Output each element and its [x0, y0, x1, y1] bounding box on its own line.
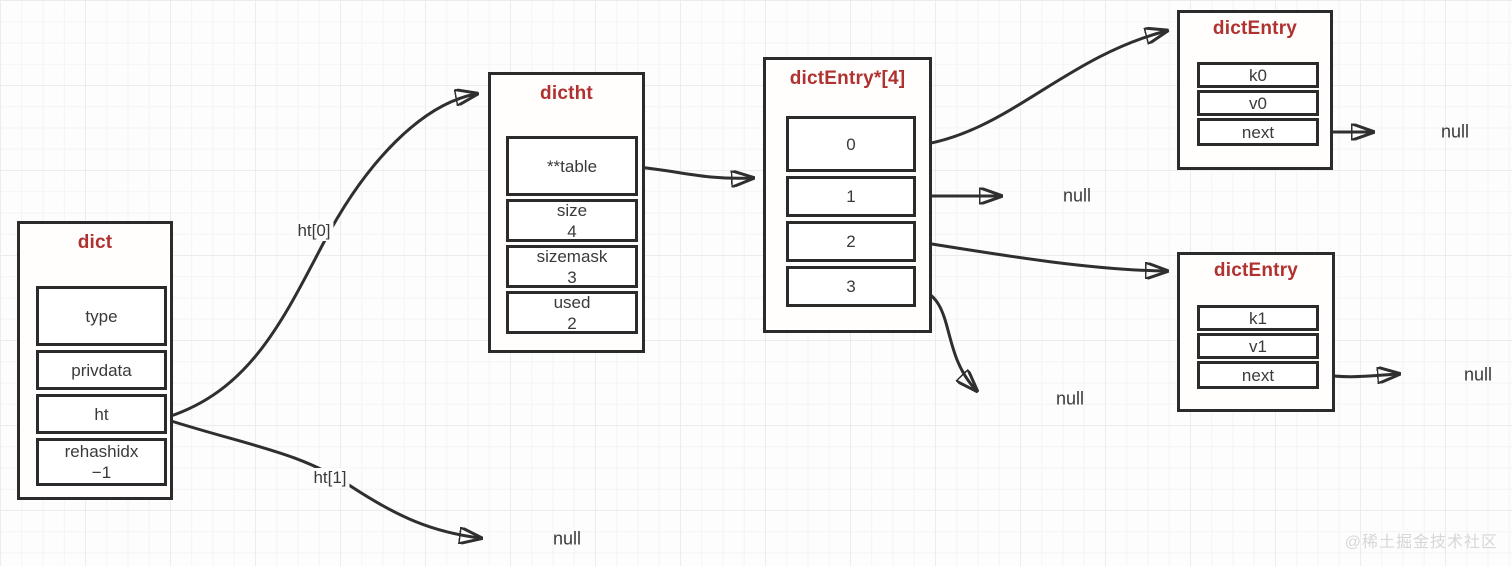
watermark-text: @稀土掘金技术社区	[1344, 534, 1498, 551]
entry-top-next-label: next	[1241, 122, 1275, 142]
dictht-cell-table: **table	[506, 136, 638, 196]
null-label-slot3: null	[1055, 388, 1085, 409]
entry-bottom-value-label: v1	[1249, 336, 1267, 356]
array-slot-3-label: 3	[846, 277, 856, 296]
dict-cell-rehashidx-label: rehashidx	[64, 442, 139, 461]
entry-top-cell-key: k0	[1197, 62, 1319, 88]
dictentry-bottom-title: dictEntry	[1213, 260, 1299, 281]
entry-top-value-label: v0	[1249, 93, 1267, 113]
null-label-entry-bottom-next: null	[1463, 364, 1493, 385]
array-slot-1-label: 1	[846, 187, 856, 206]
dictentry-top-cells: k0 v0 next	[1197, 62, 1319, 146]
arrow-ht0-to-dictht	[166, 94, 476, 419]
dictentry-array-node: dictEntry*[4] 0 1 2 3	[763, 57, 932, 333]
edge-label-ht0: ht[0]	[294, 221, 334, 241]
dict-cell-rehashidx: rehashidx −1	[36, 438, 167, 486]
array-slot-2-label: 2	[846, 232, 856, 251]
entry-top-cell-next: next	[1197, 118, 1319, 146]
dictht-cell-used: used 2	[506, 291, 638, 334]
dict-cell-type-label: type	[85, 306, 118, 326]
dictht-title: dictht	[540, 83, 593, 104]
array-slot-3: 3	[786, 266, 916, 307]
dict-cells: type privdata ht rehashidx −1	[36, 286, 167, 486]
dictht-cell-size-value: 4	[567, 221, 577, 241]
dictht-node: dictht **table size 4 sizemask 3 used 2	[488, 72, 645, 353]
entry-bottom-key-label: k1	[1249, 308, 1267, 328]
dict-node: dict type privdata ht rehashidx −1	[17, 221, 173, 500]
arrow-slot0-to-dictentry	[911, 31, 1166, 148]
edge-label-ht1: ht[1]	[310, 468, 350, 488]
dictht-cell-size: size 4	[506, 199, 638, 242]
entry-bottom-cell-next: next	[1197, 361, 1319, 389]
dict-cell-ht: ht	[36, 394, 167, 434]
dictht-cell-used-value: 2	[567, 313, 577, 333]
entry-top-cell-value: v0	[1197, 90, 1319, 116]
dictht-cell-sizemask: sizemask 3	[506, 245, 638, 288]
array-slot-0-label: 0	[846, 134, 856, 154]
null-label-ht1: null	[552, 528, 582, 549]
dict-cell-type: type	[36, 286, 167, 346]
dictht-cell-sizemask-value: 3	[567, 267, 577, 287]
dictentry-bottom-node: dictEntry k1 v1 next	[1177, 252, 1335, 412]
dict-cell-ht-label: ht	[94, 404, 109, 424]
null-label-slot1: null	[1062, 185, 1092, 206]
dictentry-bottom-cells: k1 v1 next	[1197, 305, 1319, 389]
dictht-cell-sizemask-label: sizemask	[536, 246, 608, 266]
entry-bottom-cell-value: v1	[1197, 333, 1319, 359]
entry-bottom-cell-key: k1	[1197, 305, 1319, 331]
dictentry-array-slots: 0 1 2 3	[786, 116, 916, 307]
array-slot-1: 1	[786, 176, 916, 217]
dictentry-array-title: dictEntry*[4]	[789, 68, 906, 89]
dictentry-top-node: dictEntry k0 v0 next	[1177, 10, 1333, 170]
array-slot-0: 0	[786, 116, 916, 172]
arrow-table-to-entry-array	[636, 165, 752, 178]
dictht-cell-size-label: size	[556, 200, 588, 220]
array-slot-2: 2	[786, 221, 916, 262]
entry-top-key-label: k0	[1249, 65, 1267, 85]
dictht-cell-table-label: **table	[546, 156, 598, 176]
dict-cell-rehashidx-value: −1	[91, 463, 112, 482]
entry-bottom-next-label: next	[1241, 365, 1275, 385]
dictentry-top-title: dictEntry	[1212, 18, 1298, 39]
dictht-cells: **table size 4 sizemask 3 used 2	[506, 136, 638, 334]
dict-cell-privdata-label: privdata	[71, 360, 132, 380]
dictht-cell-used-label: used	[553, 292, 591, 312]
dict-cell-privdata: privdata	[36, 350, 167, 390]
dict-title: dict	[77, 232, 113, 253]
null-label-entry-top-next: null	[1440, 121, 1470, 142]
arrow-slot2-to-dictentry	[911, 239, 1166, 271]
